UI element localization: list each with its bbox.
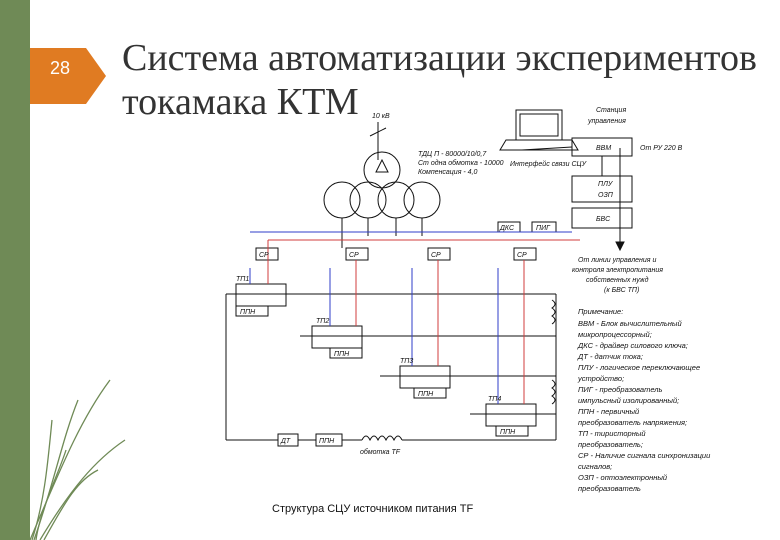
ppn-block-1 (235, 305, 269, 317)
bvm-label: ВВМ (596, 145, 611, 152)
control-station-line-1: Станция (596, 107, 626, 114)
ppn-label-1: ППН (240, 309, 256, 316)
tp3-label: ТП3 (400, 358, 413, 365)
interface-note: Интерфейс связи СЦУ (510, 160, 588, 168)
ppn-label-4: ППН (500, 429, 516, 436)
tf-coil (361, 435, 403, 442)
transformer-primary (363, 151, 401, 189)
sr-label-1: СР (259, 252, 269, 259)
pig-label: ПИГ (536, 225, 551, 232)
note-line: микропроцессорный; (578, 330, 652, 339)
note-line: ОЗП - оптоэлектронный (578, 473, 668, 482)
note-line: преобразователь (578, 484, 641, 493)
sr-block-3 (427, 247, 451, 261)
note-line: сигналов; (578, 462, 612, 471)
tp4-label: ТП4 (488, 396, 501, 403)
control-note-1: От линии управления и (578, 257, 656, 264)
control-note-4: (к БВС ТП) (604, 287, 639, 294)
ppn-output-label: ППН (319, 438, 335, 445)
ppn-block-2 (329, 347, 363, 359)
diagram-caption: Структура СЦУ источником питания TF (272, 503, 474, 515)
delta-symbol (375, 158, 389, 173)
bvs-block (571, 207, 633, 229)
slide-number-badge (30, 48, 106, 104)
tp2-label: ТП2 (316, 318, 329, 325)
transformer-winding-4 (403, 181, 441, 219)
note-line: СР - Наличие сигнала синхронизации (578, 451, 711, 460)
tp2-block (311, 325, 363, 349)
bvs-label: БВС (596, 216, 611, 223)
plu-label: ПЛУ (598, 181, 614, 188)
inductor-1 (551, 299, 556, 325)
slide-number: 28 (49, 58, 71, 78)
sr-label-3: СР (431, 252, 441, 259)
left-accent-bar (0, 0, 30, 540)
ppn-block-3 (413, 387, 447, 399)
title-line-2: токамака КТМ (122, 81, 359, 123)
transformer-note-2: Ст одна обмотка - 10000 (418, 159, 504, 167)
note-line: ВВМ - Блок вычислительный (578, 319, 682, 328)
tf-label: обмотка TF (360, 448, 401, 456)
tp1-label: ТП1 (236, 276, 249, 283)
note-line: ДТ - датчик тока; (577, 352, 643, 361)
sr-label-4: СР (517, 252, 527, 259)
note-line: ДКС - драйвер силового ключа; (577, 341, 688, 350)
control-station-line-2: управления (587, 118, 626, 125)
ru-label: От РУ 220 В (640, 145, 683, 152)
ppn-label-3: ППН (418, 391, 434, 398)
down-arrow (615, 241, 625, 252)
notes-title: Примечание: (578, 307, 623, 316)
sr-label-2: СР (349, 252, 359, 259)
control-note-3: собственных нужд (586, 276, 649, 284)
laptop-base (499, 139, 579, 151)
note-line: импульсный изолированный; (578, 396, 679, 405)
osp-label: ОЗП (598, 192, 614, 199)
dks-label: ДКС (499, 225, 515, 232)
voltage-label: 10 кВ (372, 113, 390, 120)
note-line: ПИГ - преобразователь (578, 385, 662, 394)
ppn-label-2: ППН (334, 351, 350, 358)
note-line: ТП - тиристорный (578, 429, 646, 438)
laptop-bvm-link (521, 146, 573, 151)
tp4-block (485, 403, 537, 427)
note-line: преобразователь; (578, 440, 643, 449)
laptop-display (519, 113, 559, 137)
transformer-note-1: ТДЦ П - 80000/10/0,7 (418, 151, 487, 158)
tp3-block (399, 365, 451, 389)
feed-tick (369, 127, 387, 137)
note-line: устройство; (577, 374, 624, 383)
inductor-2 (551, 379, 556, 405)
grass-decoration (29, 379, 126, 540)
sr-block-4 (513, 247, 537, 261)
ppn-block-4 (495, 425, 529, 437)
note-line: ППН - первичный (578, 407, 640, 416)
slide-title: Система автоматизации экспериментов тока… (122, 36, 762, 124)
control-note-2: контроля электропитания (572, 267, 663, 274)
dt-label: ДТ (280, 438, 291, 445)
sr-block-2 (345, 247, 369, 261)
title-line-1: Система автоматизации экспериментов (122, 37, 757, 79)
tp1-block (235, 283, 287, 307)
transformer-note-3: Компенсация - 4,0 (418, 169, 478, 176)
sr-block-1 (255, 247, 279, 261)
transformer-winding-2 (349, 181, 387, 219)
note-line: преобразователь напряжения; (578, 418, 687, 427)
note-line: ПЛУ - логическое переключающее (578, 363, 700, 372)
